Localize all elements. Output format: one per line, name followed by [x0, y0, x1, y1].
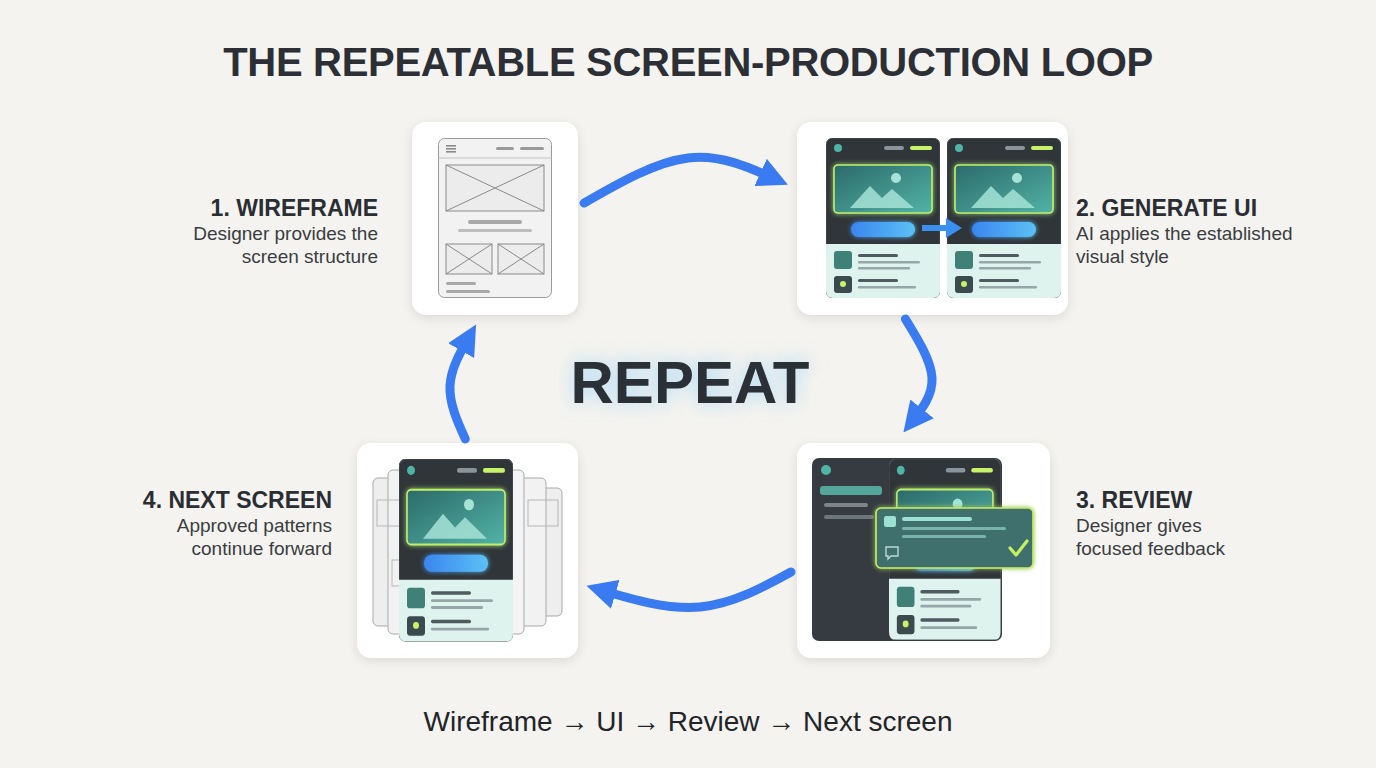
step-description: Approved patterns continue forward	[132, 514, 332, 560]
flow-arrow	[598, 572, 791, 607]
step-card: 1. WIREFRAMEDesigner provides the screen…	[412, 122, 578, 315]
diagram-caption: Wireframe → UI → Review → Next screen	[0, 705, 1376, 739]
flow-arrow	[584, 157, 777, 203]
step-description: Designer gives focused feedback	[1076, 514, 1246, 560]
step-text: 4. NEXT SCREENApproved patterns continue…	[132, 486, 332, 560]
step-heading: 2. GENERATE UI	[1076, 194, 1326, 222]
step-heading: 4. NEXT SCREEN	[132, 486, 332, 514]
flow-arrow	[905, 319, 932, 423]
step-text: 1. WIREFRAMEDesigner provides the screen…	[168, 194, 378, 268]
flow-arrow	[450, 335, 470, 439]
step-text: 2. GENERATE UIAI applies the established…	[1076, 194, 1326, 268]
step-card: 3. REVIEWDesigner gives focused feedback	[797, 443, 1050, 658]
center-label: REPEAT	[490, 345, 890, 421]
step-description: Designer provides the screen structure	[168, 222, 378, 268]
step-heading: 1. WIREFRAME	[168, 194, 378, 222]
step-description: AI applies the established visual style	[1076, 222, 1326, 268]
step-card: 2. GENERATE UIAI applies the established…	[797, 122, 1068, 315]
step-card: 4. NEXT SCREENApproved patterns continue…	[357, 443, 578, 658]
step-text: 3. REVIEWDesigner gives focused feedback	[1076, 486, 1246, 560]
diagram-title: THE REPEATABLE SCREEN-PRODUCTION LOOP	[0, 38, 1376, 86]
step-heading: 3. REVIEW	[1076, 486, 1246, 514]
